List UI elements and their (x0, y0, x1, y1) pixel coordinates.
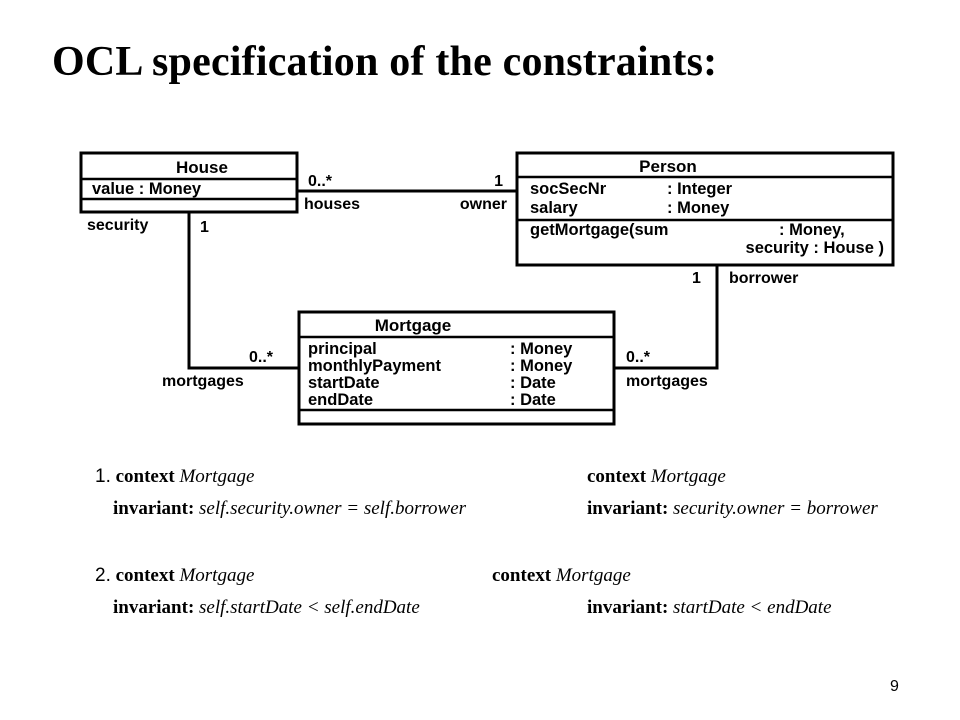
mortgage-class-name: Mortgage (375, 316, 452, 335)
invariant-keyword: invariant: (587, 498, 669, 519)
constraint-2-right-invariant: invariant: startDate < endDate (587, 597, 832, 619)
context-keyword: context (492, 565, 552, 586)
context-keyword: context (587, 466, 647, 487)
person-operation-getmortgage: getMortgage(sum (530, 221, 668, 239)
invariant-expression: startDate < endDate (673, 597, 832, 618)
mortgage-attr-monthlypayment-name: monthlyPayment (308, 357, 441, 375)
house-attribute-value: value : Money (92, 180, 202, 198)
person-attr-salary-name: salary (530, 199, 579, 217)
mult-owner: 1 (494, 173, 503, 190)
mortgage-attr-enddate-name: endDate (308, 391, 373, 409)
mult-security: 1 (200, 219, 209, 236)
context-keyword: context (115, 565, 175, 586)
invariant-expression: self.startDate < self.endDate (199, 597, 420, 618)
invariant-keyword: invariant: (587, 597, 669, 618)
invariant-keyword: invariant: (113, 597, 195, 618)
role-mortgages-person: mortgages (626, 373, 708, 390)
context-type: Mortgage (650, 466, 726, 487)
person-attr-socsecnr-name: socSecNr (530, 180, 607, 198)
constraint-1-left-invariant: invariant: self.security.owner = self.bo… (113, 498, 466, 520)
association-lines (187, 189, 719, 370)
uml-class-diagram: House value : Money Person socSecNr : In… (79, 151, 895, 426)
class-house: House value : Money (79, 151, 299, 214)
class-person: Person socSecNr : Integer salary : Money… (515, 151, 895, 267)
association-house-mortgage (187, 212, 299, 370)
mult-borrower: 1 (692, 270, 701, 287)
person-class-name: Person (639, 157, 697, 176)
constraint-2-left-context: 2. context Mortgage (95, 565, 254, 587)
constraint-1-number: 1. (95, 466, 111, 487)
constraint-1-right-invariant: invariant: security.owner = borrower (587, 498, 878, 520)
context-keyword: context (115, 466, 175, 487)
invariant-keyword: invariant: (113, 498, 195, 519)
page-number: 9 (890, 678, 899, 695)
constraint-1-left-context: 1. context Mortgage (95, 466, 254, 488)
role-mortgages-house: mortgages (162, 373, 244, 390)
mult-mortgages-house: 0..* (249, 349, 274, 366)
mortgage-attr-principal-name: principal (308, 340, 377, 358)
mortgage-attr-enddate-type: : Date (510, 391, 556, 409)
person-attr-salary-type: : Money (667, 199, 730, 217)
mortgage-attr-principal-type: : Money (510, 340, 573, 358)
mult-houses: 0..* (308, 173, 333, 190)
mortgage-attr-startdate-type: : Date (510, 374, 556, 392)
role-borrower: borrower (729, 270, 798, 287)
house-class-name: House (176, 158, 228, 177)
mult-mortgages-person: 0..* (626, 349, 651, 366)
class-mortgage: Mortgage principal : Money monthlyPaymen… (297, 310, 616, 426)
context-type: Mortgage (555, 565, 631, 586)
person-attr-socsecnr-type: : Integer (667, 180, 733, 198)
slide-title: OCL specification of the constraints: (52, 39, 718, 85)
context-type: Mortgage (179, 466, 255, 487)
association-person-mortgage (614, 265, 719, 370)
person-operation-security-param: security : House ) (746, 239, 884, 257)
mortgage-attr-monthlypayment-type: : Money (510, 357, 573, 375)
context-type: Mortgage (179, 565, 255, 586)
constraint-2-right-context: context Mortgage (492, 565, 631, 587)
constraint-2-number: 2. (95, 565, 111, 586)
invariant-expression: security.owner = borrower (673, 498, 878, 519)
mortgage-attr-startdate-name: startDate (308, 374, 380, 392)
person-operation-sum-type: : Money, (779, 221, 845, 239)
constraint-2-left-invariant: invariant: self.startDate < self.endDate (113, 597, 420, 619)
invariant-expression: self.security.owner = self.borrower (199, 498, 467, 519)
role-owner: owner (460, 196, 507, 213)
role-houses: houses (304, 196, 360, 213)
constraint-1-right-context: context Mortgage (587, 466, 726, 488)
role-security: security (87, 217, 148, 234)
